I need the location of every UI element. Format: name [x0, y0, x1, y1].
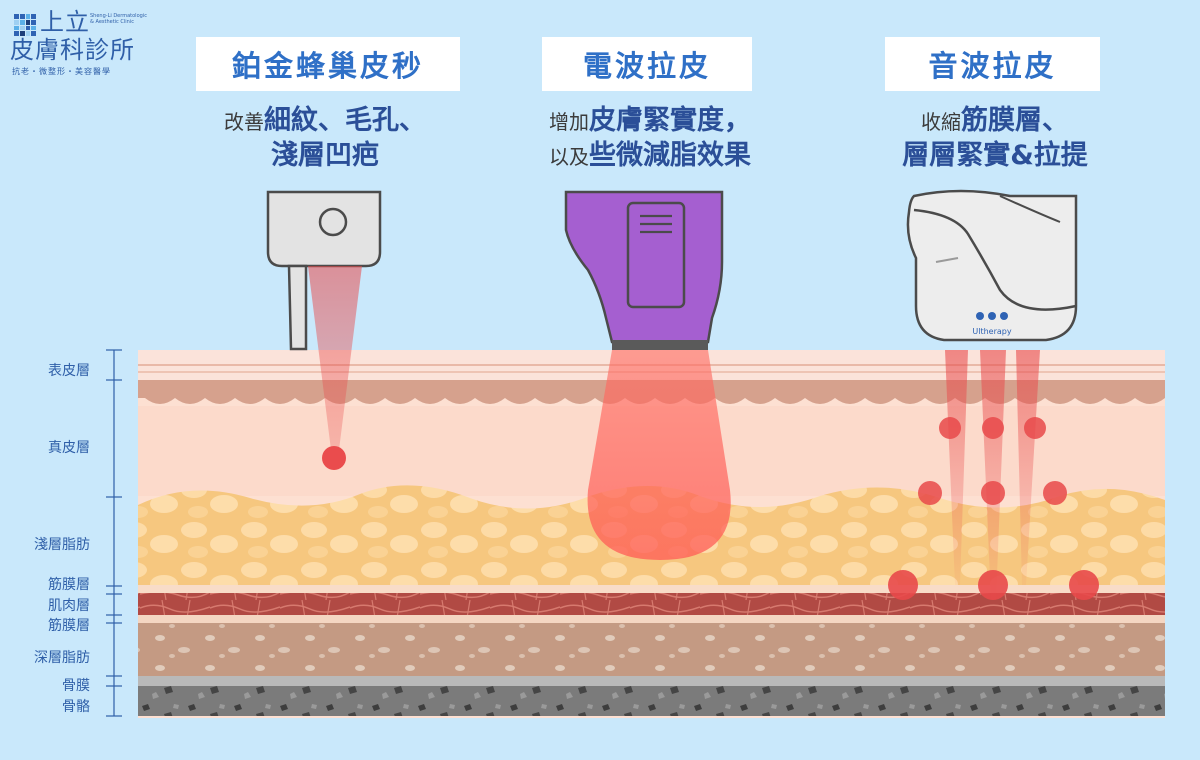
- dermis-layer: [138, 406, 1165, 496]
- pico-device-icon: [266, 190, 382, 351]
- skin-base: [138, 350, 1165, 718]
- logo-mark-icon: [14, 14, 36, 36]
- treatment-title-rf: 電波拉皮: [542, 37, 752, 91]
- bone-layer: [138, 686, 1165, 716]
- logo-tagline: 抗老・微整形・美容醫學: [12, 67, 111, 76]
- layer-scale: [106, 349, 122, 717]
- layer-label-bone: 骨骼: [62, 699, 90, 715]
- layer-label-deep-fat: 深層脂肪: [34, 650, 90, 666]
- fascia-lower: [138, 615, 1165, 623]
- treatment-title-pico: 鉑金蜂巢皮秒: [196, 37, 460, 91]
- hifu-focus-points: [888, 417, 1099, 600]
- logo-name-line2: 皮膚科診所: [10, 36, 135, 64]
- logo-english-name: Sheng-Li Dermatologic & Aesthetic Clinic: [90, 13, 147, 25]
- rf-beam: [587, 350, 731, 560]
- fascia-upper: [138, 585, 1165, 593]
- logo-name-line1: 上立: [40, 8, 90, 36]
- treatment-desc-pico: 改善細紋、毛孔、 淺層凹疤: [224, 105, 426, 171]
- rf-device-icon: [564, 190, 724, 350]
- treatment-title-hifu: 音波拉皮: [885, 37, 1100, 91]
- periosteum-layer: [138, 676, 1165, 686]
- treatment-desc-hifu: 收縮筋膜層、 層層緊實&拉提: [902, 105, 1088, 171]
- layer-label-muscle: 肌肉層: [48, 598, 90, 614]
- skin-cross-section: [138, 350, 1165, 718]
- treatment-desc-rf: 增加皮膚緊實度， 以及些微減脂效果: [549, 105, 751, 171]
- dermis-border: [138, 380, 1165, 404]
- layer-label-periosteum: 骨膜: [62, 678, 90, 694]
- layer-label-fascia-lower: 筋膜層: [48, 618, 90, 634]
- hifu-beams: [945, 350, 1040, 600]
- pico-focus-point: [322, 446, 346, 470]
- layer-label-epidermis: 表皮層: [48, 363, 90, 379]
- layer-label-dermis: 真皮層: [48, 440, 90, 456]
- pico-beam: [308, 266, 362, 458]
- layer-label-fascia-upper: 筋膜層: [48, 577, 90, 593]
- deep-fat-layer: [138, 623, 1165, 676]
- epidermis-layer: [138, 350, 1165, 380]
- layer-label-superficial-fat: 淺層脂肪: [34, 537, 90, 553]
- hifu-device-icon: [906, 189, 1078, 342]
- device-brand-label: Ultherapy: [972, 327, 1011, 336]
- muscle-layer: [138, 593, 1165, 615]
- superficial-fat-layer: [138, 485, 1165, 588]
